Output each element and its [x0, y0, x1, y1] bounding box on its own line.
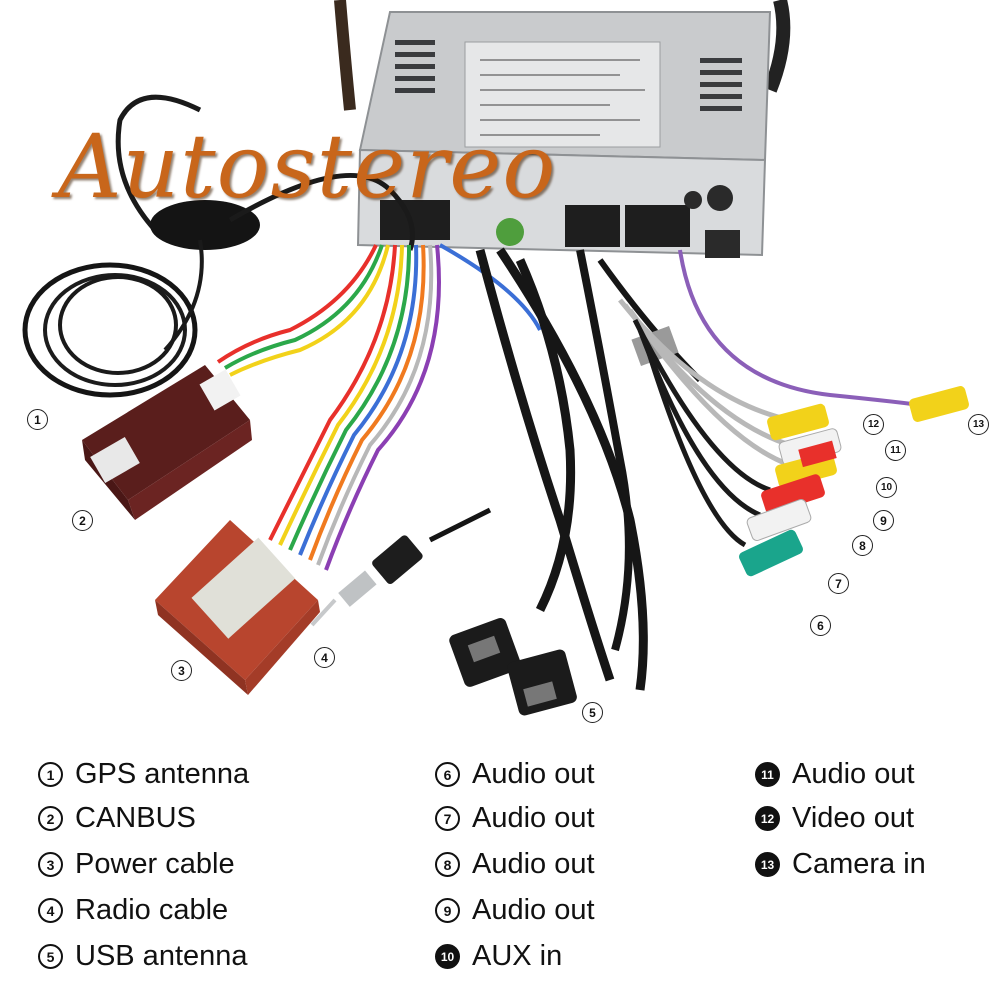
legend-item: 5 USB antenna: [38, 940, 248, 973]
top-cable: [334, 0, 356, 111]
usb-plugs: [449, 618, 577, 716]
legend-number: 13: [755, 852, 780, 877]
legend-item: 10 AUX in: [435, 940, 562, 973]
legend-number: 6: [435, 762, 460, 787]
legend-number: 5: [38, 944, 63, 969]
callout-4: 4: [314, 647, 335, 668]
callout-11: 11: [885, 440, 906, 461]
legend-item: 12 Video out: [755, 802, 914, 835]
legend-item: 1 GPS antenna: [38, 758, 249, 791]
callout-1: 1: [27, 409, 48, 430]
callout-3: 3: [171, 660, 192, 681]
canbus-box: [82, 365, 252, 520]
legend-number: 2: [38, 806, 63, 831]
usb-bundle: [475, 247, 703, 691]
legend-label: Audio out: [472, 802, 595, 834]
legend-item: 9 Audio out: [435, 894, 595, 927]
legend-item: 8 Audio out: [435, 848, 595, 881]
callout-7: 7: [828, 573, 849, 594]
rca-plugs: [739, 403, 842, 577]
legend-number: 8: [435, 852, 460, 877]
legend-label: Video out: [792, 802, 915, 834]
callout-5: 5: [582, 702, 603, 723]
callout-2: 2: [72, 510, 93, 531]
legend-number: 3: [38, 852, 63, 877]
legend-label: Camera in: [792, 848, 926, 880]
legend-label: Audio out: [472, 758, 595, 790]
callout-8: 8: [852, 535, 873, 556]
callout-13: 13: [968, 414, 989, 435]
legend-label: AUX in: [472, 940, 563, 972]
top-cable: [763, 0, 791, 93]
legend-label: CANBUS: [75, 802, 196, 834]
legend-number: 1: [38, 762, 63, 787]
callout-10: 10: [876, 477, 897, 498]
legend-number: 12: [755, 806, 780, 831]
legend-item: 11 Audio out: [755, 758, 915, 791]
legend-item: 3 Power cable: [38, 848, 235, 881]
legend-label: Audio out: [792, 758, 915, 790]
legend-label: Audio out: [472, 894, 595, 926]
brand-logo: Autostereo: [58, 115, 557, 218]
legend-label: Audio out: [472, 848, 595, 880]
legend-item: 7 Audio out: [435, 802, 595, 835]
legend-item: 4 Radio cable: [38, 894, 228, 927]
legend-number: 7: [435, 806, 460, 831]
wire-harness: [216, 243, 542, 571]
legend-label: USB antenna: [75, 940, 248, 972]
legend-item: 6 Audio out: [435, 758, 595, 791]
legend-item: 13 Camera in: [755, 848, 926, 881]
camera-rca-plug: [909, 386, 969, 422]
product-photo: [22, 0, 969, 716]
legend-number: 11: [755, 762, 780, 787]
callout-6: 6: [810, 615, 831, 636]
legend-number: 9: [435, 898, 460, 923]
gps-antenna: [22, 94, 415, 398]
callout-9: 9: [873, 510, 894, 531]
legend-number: 4: [38, 898, 63, 923]
radio-plug: [310, 507, 492, 627]
legend-item: 2 CANBUS: [38, 802, 196, 835]
power-box: [155, 520, 320, 695]
legend-label: Power cable: [75, 848, 235, 880]
callout-12: 12: [863, 414, 884, 435]
camera-cable: [678, 249, 921, 407]
rca-cables: [618, 298, 791, 548]
legend-number: 10: [435, 944, 460, 969]
legend-label: GPS antenna: [75, 758, 250, 790]
legend-label: Radio cable: [75, 894, 229, 926]
head-unit: [356, 11, 772, 258]
